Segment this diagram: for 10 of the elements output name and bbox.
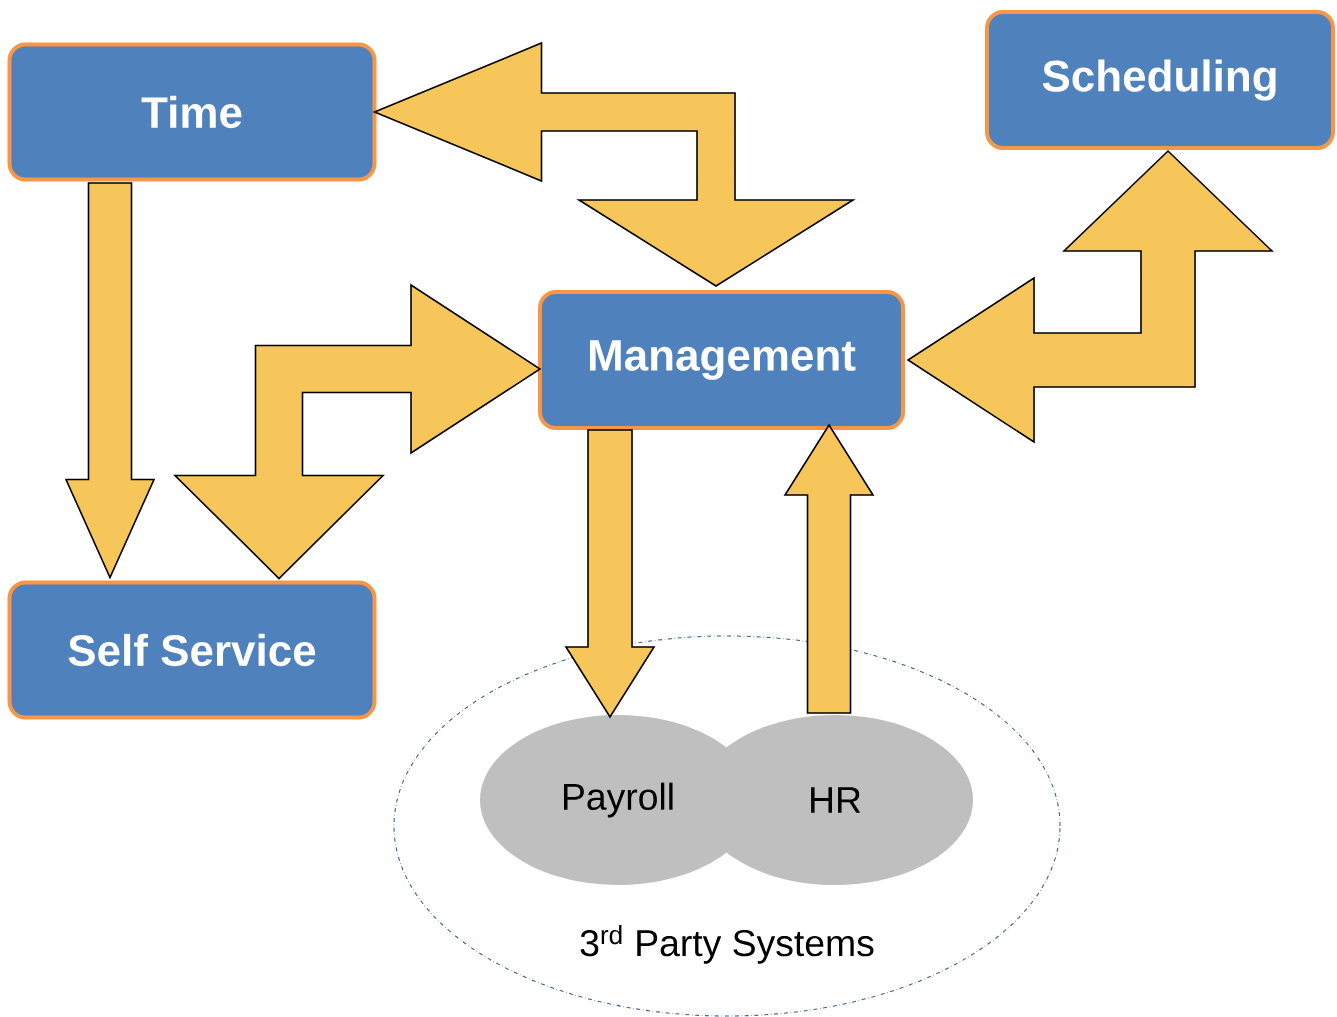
process-box: Scheduling (985, 10, 1335, 150)
block-arrow (372, 41, 856, 287)
process-box: Self Service (7, 580, 377, 720)
process-box: Time (7, 42, 377, 182)
block-arrow (783, 423, 875, 714)
node-label: Payroll (564, 782, 673, 818)
block-arrow (64, 182, 156, 580)
node-label: HR (811, 787, 861, 813)
process-box: Management (538, 290, 905, 430)
block-arrow (564, 429, 656, 719)
